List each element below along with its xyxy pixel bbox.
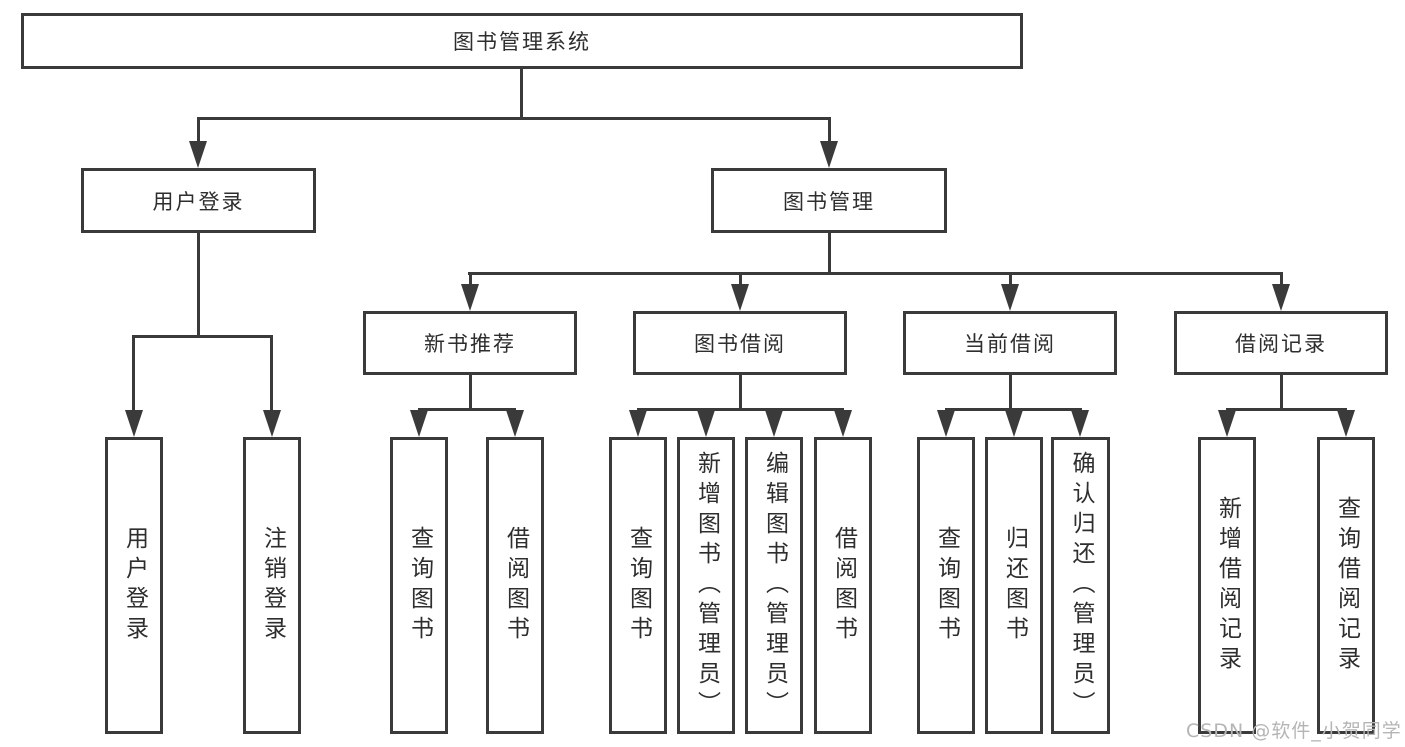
node-borrow-records: 借阅记录 bbox=[1174, 311, 1388, 375]
leaf-records-add-record-label: 新增借阅记录 bbox=[1214, 495, 1241, 676]
leaf-current-query-books: 查询图书 bbox=[917, 437, 975, 734]
edge-records-stem bbox=[1280, 375, 1283, 411]
edge-mgmt-shaft-records bbox=[1280, 272, 1283, 286]
node-current-borrow: 当前借阅 bbox=[903, 311, 1117, 375]
edge-mgmt-shaft-borrow bbox=[739, 272, 742, 286]
arrowhead-to-borrow-borrow bbox=[834, 410, 852, 437]
edge-current-stem bbox=[1009, 375, 1012, 411]
arrowhead-to-recommend-query bbox=[410, 410, 428, 437]
arrowhead-to-borrow-records bbox=[1272, 284, 1290, 311]
node-book-borrow: 图书借阅 bbox=[633, 311, 847, 375]
edge-mgmt-shaft-recommend bbox=[469, 272, 472, 286]
leaf-current-return-books-label: 归还图书 bbox=[1001, 525, 1028, 646]
arrowhead-to-recommend-borrow bbox=[506, 410, 524, 437]
edge-root-hbar bbox=[197, 117, 831, 120]
node-book-management: 图书管理 bbox=[711, 168, 947, 233]
node-book-management-label: 图书管理 bbox=[783, 189, 875, 214]
leaf-borrow-query-books: 查询图书 bbox=[609, 437, 667, 734]
node-system-root: 图书管理系统 bbox=[21, 13, 1023, 69]
arrowhead-to-book-management bbox=[820, 141, 838, 168]
edge-mgmt-stem bbox=[828, 233, 831, 275]
leaf-borrow-edit-books-admin-label: 编辑图书（管理员） bbox=[761, 450, 788, 721]
edge-borrow-hbar bbox=[637, 408, 844, 411]
arrowhead-to-user-login-group bbox=[189, 141, 207, 168]
leaf-user-login: 用户登录 bbox=[105, 437, 163, 734]
leaf-records-query-record-label: 查询借阅记录 bbox=[1333, 495, 1360, 676]
edge-root-right-shaft bbox=[828, 117, 831, 145]
edge-login-hbar bbox=[132, 335, 273, 338]
node-current-borrow-label: 当前借阅 bbox=[964, 332, 1056, 356]
leaf-current-confirm-return-admin: 确认归还（管理员） bbox=[1051, 437, 1110, 734]
leaf-borrow-add-books-admin-label: 新增图书（管理员） bbox=[693, 450, 720, 721]
leaf-borrow-query-books-label: 查询图书 bbox=[625, 525, 652, 646]
edge-login-stem bbox=[197, 233, 200, 338]
leaf-recommend-query-books: 查询图书 bbox=[390, 437, 448, 734]
node-book-borrow-label: 图书借阅 bbox=[694, 332, 786, 356]
csdn-watermark: CSDN @软件_小贺同学 bbox=[1186, 720, 1402, 742]
edge-current-hbar bbox=[945, 408, 1082, 411]
arrowhead-to-new-book-recommend bbox=[461, 284, 479, 311]
node-user-login-group: 用户登录 bbox=[81, 168, 316, 233]
leaf-records-query-record: 查询借阅记录 bbox=[1317, 437, 1375, 734]
arrowhead-to-current-confirm bbox=[1071, 410, 1089, 437]
arrowhead-to-leaf-logout bbox=[263, 410, 281, 437]
leaf-borrow-edit-books-admin: 编辑图书（管理员） bbox=[745, 437, 803, 734]
node-system-root-label: 图书管理系统 bbox=[453, 30, 591, 54]
edge-borrow-stem bbox=[739, 375, 742, 411]
leaf-recommend-borrow-books-label: 借阅图书 bbox=[502, 525, 529, 646]
arrowhead-to-records-query bbox=[1337, 410, 1355, 437]
edge-root-left-shaft bbox=[197, 117, 200, 145]
arrowhead-to-current-query bbox=[937, 410, 955, 437]
leaf-current-query-books-label: 查询图书 bbox=[933, 525, 960, 646]
node-borrow-records-label: 借阅记录 bbox=[1235, 332, 1327, 356]
arrowhead-to-borrow-query bbox=[629, 410, 647, 437]
edge-recommend-hbar bbox=[418, 408, 516, 411]
leaf-borrow-borrow-books: 借阅图书 bbox=[814, 437, 872, 734]
edge-records-hbar bbox=[1226, 408, 1347, 411]
arrowhead-to-book-borrow bbox=[731, 284, 749, 311]
edge-mgmt-hbar bbox=[468, 272, 1283, 275]
leaf-current-confirm-return-admin-label: 确认归还（管理员） bbox=[1068, 450, 1094, 721]
edge-login-leaf2-shaft bbox=[270, 335, 273, 413]
leaf-recommend-borrow-books: 借阅图书 bbox=[486, 437, 544, 734]
node-new-book-recommend-label: 新书推荐 bbox=[424, 332, 516, 356]
arrowhead-to-current-return bbox=[1005, 410, 1023, 437]
leaf-logout: 注销登录 bbox=[243, 437, 301, 734]
arrowhead-to-leaf-user-login bbox=[125, 410, 143, 437]
arrowhead-to-borrow-edit bbox=[765, 410, 783, 437]
edge-root-stem bbox=[520, 69, 523, 120]
leaf-borrow-borrow-books-label: 借阅图书 bbox=[830, 525, 857, 646]
arrowhead-to-records-add bbox=[1218, 410, 1236, 437]
edge-login-leaf1-shaft bbox=[132, 335, 135, 413]
node-new-book-recommend: 新书推荐 bbox=[363, 311, 577, 375]
leaf-borrow-add-books-admin: 新增图书（管理员） bbox=[677, 437, 735, 734]
leaf-recommend-query-books-label: 查询图书 bbox=[406, 525, 433, 646]
leaf-current-return-books: 归还图书 bbox=[985, 437, 1043, 734]
arrowhead-to-borrow-add bbox=[697, 410, 715, 437]
leaf-logout-label: 注销登录 bbox=[259, 525, 286, 646]
edge-recommend-stem bbox=[469, 375, 472, 411]
edge-mgmt-shaft-current bbox=[1009, 272, 1012, 286]
arrowhead-to-current-borrow bbox=[1001, 284, 1019, 311]
node-user-login-group-label: 用户登录 bbox=[152, 189, 245, 214]
leaf-records-add-record: 新增借阅记录 bbox=[1198, 437, 1256, 734]
leaf-user-login-label: 用户登录 bbox=[121, 525, 148, 646]
